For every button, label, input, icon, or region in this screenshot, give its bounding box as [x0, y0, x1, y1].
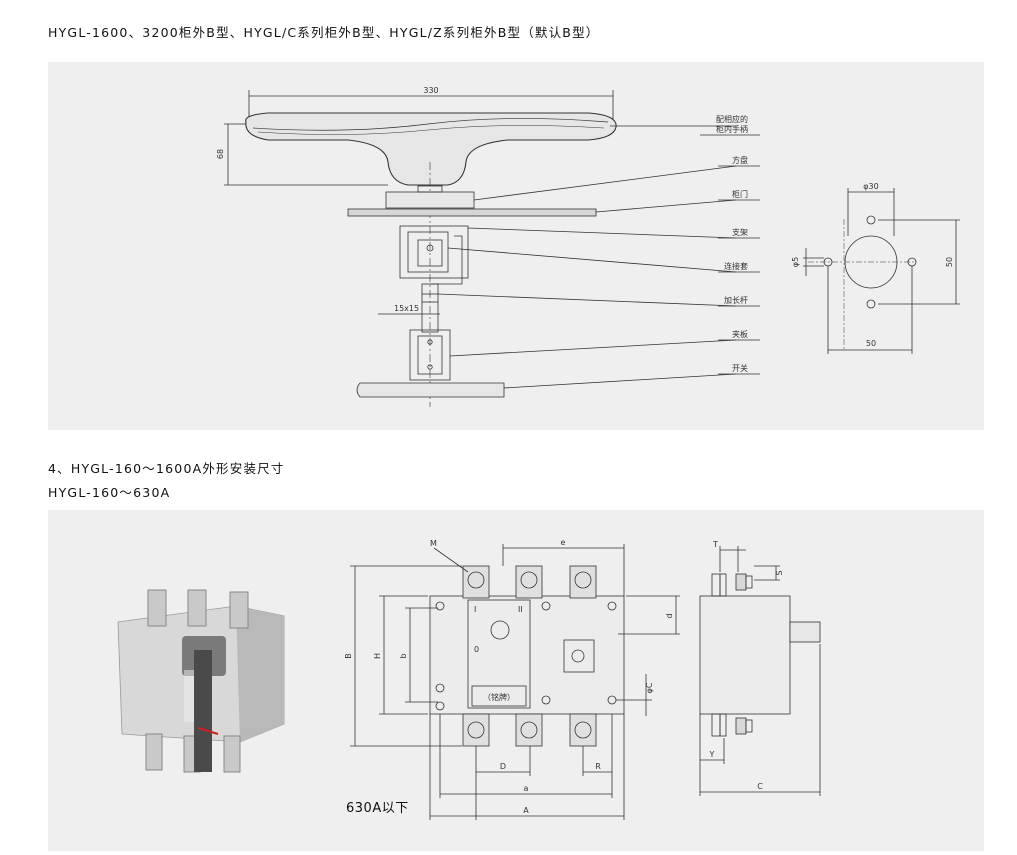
dim-small-hole: φ5 — [791, 257, 800, 267]
section1-title: HYGL-1600、3200柜外B型、HYGL/C系列柜外B型、HYGL/Z系列… — [48, 25, 600, 40]
handle-assembly-panel: 330 68 15x15 φ30 φ5 50 50 配相应的 柜内手柄 方盘 柜… — [48, 62, 984, 430]
label-H: H — [373, 653, 382, 659]
section2-subtitle: HYGL-160～630A — [48, 485, 171, 500]
label-phiC: φC — [645, 682, 654, 693]
position-0-label: 0 — [474, 645, 479, 654]
dim-pitch-h: 50 — [866, 339, 876, 348]
label-clamp-plate: 夹板 — [732, 329, 748, 339]
dim-pitch-v: 50 — [945, 257, 954, 267]
dim-shaft-15x15: 15x15 — [394, 304, 419, 313]
label-e: e — [561, 538, 566, 547]
label-Y: Y — [709, 750, 715, 759]
outline-dimensions-panel: M e d B H b φC D R a A （铭牌） II 0 I — [48, 510, 984, 851]
label-A: A — [523, 806, 529, 815]
label-switch: 开关 — [732, 363, 748, 373]
side-view-drawing — [699, 546, 821, 796]
label-D: D — [500, 762, 506, 771]
front-view-drawing — [350, 544, 680, 820]
label-a: a — [524, 784, 529, 793]
dim-height-68: 68 — [216, 149, 225, 159]
label-matching-handle-1: 配相应的 — [716, 114, 748, 124]
label-extension-rod: 加长杆 — [724, 295, 748, 305]
section2-title: 4、HYGL-160～1600A外形安装尺寸 — [48, 461, 285, 476]
dim-width-330: 330 — [423, 86, 438, 95]
nameplate-label: （铭牌） — [483, 692, 515, 702]
label-d: d — [665, 613, 674, 618]
label-T: T — [712, 540, 718, 549]
label-M: M — [430, 539, 437, 548]
label-square-plate: 方盘 — [732, 155, 748, 165]
label-matching-handle-2: 柜内手柄 — [716, 124, 748, 134]
handle-assembly-drawing: 330 68 15x15 φ30 φ5 50 50 配相应的 柜内手柄 方盘 柜… — [216, 86, 960, 407]
switch-product-photo — [117, 589, 285, 773]
label-C: C — [757, 782, 763, 791]
rating-caption: 630A以下 — [346, 801, 409, 816]
label-coupling: 连接套 — [724, 261, 748, 271]
label-bracket: 支架 — [732, 227, 748, 237]
label-B: B — [344, 653, 353, 659]
label-b: b — [399, 653, 408, 658]
front-view-labels: M e d B H b φC D R a A （铭牌） II 0 I — [344, 538, 674, 815]
label-cabinet-door: 柜门 — [732, 189, 748, 199]
position-ii-label: II — [518, 605, 523, 614]
label-R: R — [595, 762, 601, 771]
outline-dimensions-drawing: M e d B H b φC D R a A （铭牌） II 0 I — [117, 538, 821, 820]
dim-hole-dia: φ30 — [863, 182, 878, 191]
position-i-label: I — [474, 605, 476, 614]
side-view-labels: T S Y C — [709, 540, 784, 791]
label-S: S — [775, 570, 784, 575]
